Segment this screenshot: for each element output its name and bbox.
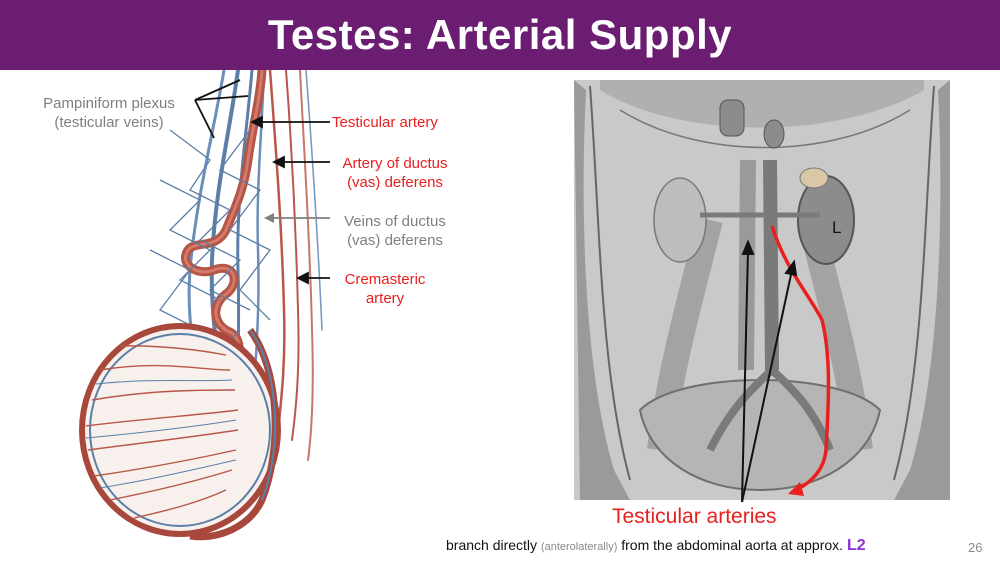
abdominal-illustration <box>574 80 950 503</box>
label-line: Cremasteric <box>344 271 426 288</box>
left-side-marker: L <box>832 218 842 237</box>
label-cremasteric-artery: Cremasteric artery <box>330 270 440 308</box>
caption: branch directly (anterolaterally) from t… <box>446 537 866 555</box>
page-number: 26 <box>968 540 983 555</box>
caption-small: (anterolaterally) <box>540 541 618 553</box>
label-line: artery <box>365 290 405 307</box>
label-veins-of-ductus: Veins of ductus (vas) deferens <box>330 212 460 250</box>
label-testicular-artery: Testicular artery <box>332 113 462 132</box>
vertebral-level: L2 <box>846 537 866 554</box>
slide-title: Testes: Arterial Supply <box>267 11 733 58</box>
label-pampiniform-plexus: Pampiniform plexus (testicular veins) <box>14 94 204 132</box>
caption-post: from the abdominal aorta at approx. <box>617 537 847 553</box>
label-line: Pampiniform plexus <box>43 95 175 112</box>
caption-pre: branch directly <box>446 537 541 553</box>
label-line: (vas) deferens <box>347 232 443 249</box>
testis-illustration <box>79 70 330 541</box>
label-line: Testicular artery <box>332 114 438 131</box>
label-line: Artery of ductus <box>342 155 448 172</box>
testicular-arteries-label: Testicular arteries <box>612 505 777 528</box>
label-line: Veins of ductus <box>344 213 446 230</box>
label-line: (testicular veins) <box>54 114 164 131</box>
label-artery-of-ductus: Artery of ductus (vas) deferens <box>330 154 460 192</box>
label-line: (vas) deferens <box>347 174 443 191</box>
title-bar: Testes: Arterial Supply <box>0 0 1000 70</box>
